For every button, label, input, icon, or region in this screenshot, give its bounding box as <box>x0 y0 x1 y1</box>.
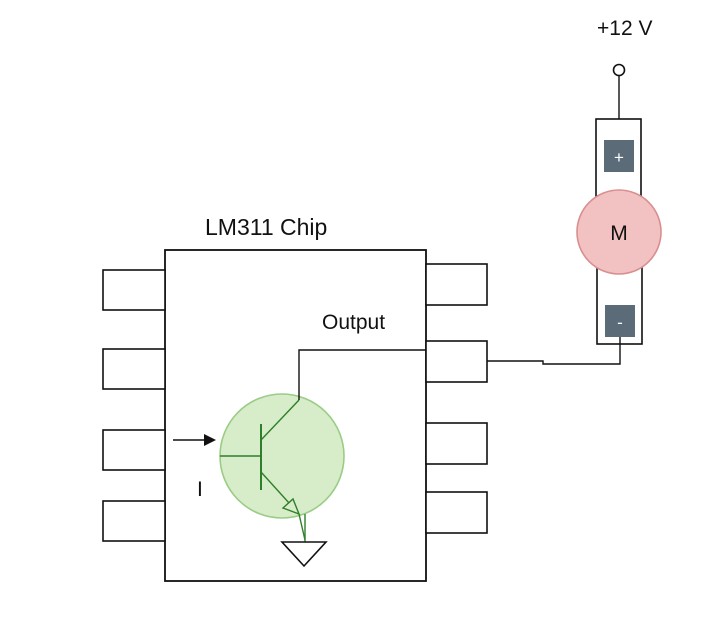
chip-label: LM311 Chip <box>205 214 327 240</box>
output-to-motor-wire <box>487 337 621 365</box>
emitter-to-ground-wire <box>298 513 306 541</box>
transistor-collector-lead <box>260 399 300 441</box>
supply-voltage-label: +12 V <box>597 17 652 40</box>
motor-body <box>576 189 662 275</box>
motor-positive-terminal <box>604 140 634 172</box>
plus-sign: + <box>614 148 624 167</box>
chip-pin-right-3 <box>425 422 488 465</box>
motor-label: M <box>610 222 628 245</box>
emitter-arrow-icon <box>281 497 301 516</box>
input-arrow-icon <box>204 434 216 446</box>
chip-pin-left-3 <box>102 429 166 471</box>
minus-sign: - <box>617 313 623 332</box>
chip-pin-right-2-output <box>425 340 488 383</box>
chip-pin-left-1 <box>102 269 166 311</box>
chip-pin-left-2 <box>102 348 166 390</box>
output-label: Output <box>322 311 385 334</box>
input-current-label: I <box>197 478 203 501</box>
chip-pin-right-4 <box>425 491 488 534</box>
collector-to-output-wire <box>298 349 426 400</box>
motor-negative-terminal <box>605 305 635 337</box>
chip-pin-right-1 <box>425 263 488 306</box>
ground-icon <box>280 541 328 568</box>
supply-terminal <box>612 63 626 77</box>
chip-pin-left-4 <box>102 500 166 542</box>
